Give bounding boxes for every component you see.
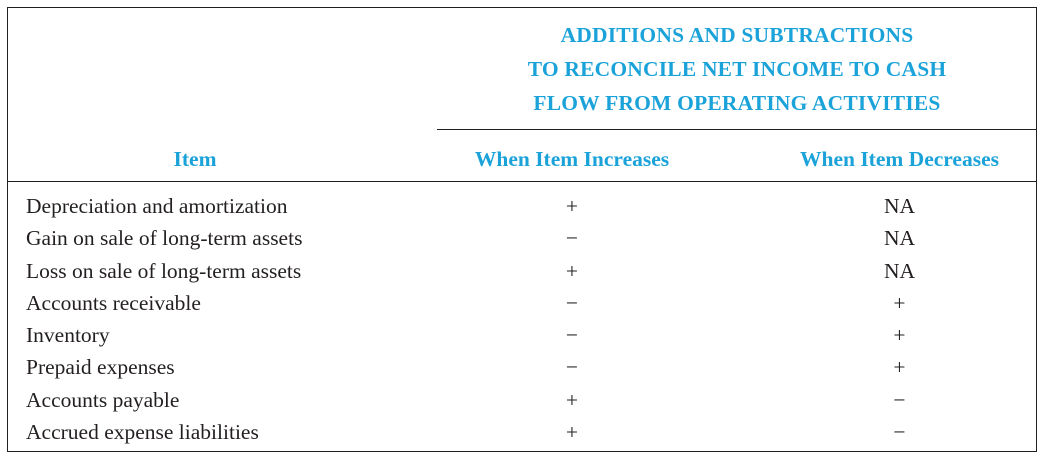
table-row: Loss on sale of long-term assets + NA	[7, 255, 1037, 287]
column-header-increases: When Item Increases	[474, 147, 670, 171]
table-row: Accounts receivable − +	[7, 287, 1037, 319]
row-increases-value: −	[565, 323, 579, 348]
row-increases-value: +	[565, 194, 579, 218]
column-header-item: Item	[173, 147, 217, 171]
row-decreases-value: +	[893, 323, 906, 348]
row-item-label: Depreciation and amortization	[26, 194, 288, 218]
row-increases-value: +	[565, 420, 579, 445]
table-frame	[7, 7, 1037, 452]
row-item-label: Gain on sale of long-term assets	[26, 226, 303, 251]
table-row: Prepaid expenses − +	[7, 351, 1037, 383]
row-item-label: Accounts receivable	[26, 290, 201, 315]
column-header-decreases: When Item Decreases	[799, 147, 1000, 171]
table-row: Accrued expense liabilities + −	[7, 416, 1037, 448]
row-item-label: Prepaid expenses	[26, 355, 175, 380]
table-row: Accounts payable + −	[7, 384, 1037, 416]
row-item-label: Inventory	[26, 323, 110, 348]
row-decreases-value: −	[893, 420, 906, 445]
table-row: Gain on sale of long-term assets − NA	[7, 222, 1037, 254]
group-header-rule	[437, 129, 1037, 130]
row-decreases-value: +	[893, 290, 906, 315]
table-body: Depreciation and amortization + NA Gain …	[7, 190, 1037, 448]
row-decreases-value: NA	[883, 194, 916, 218]
row-item-label: Loss on sale of long-term assets	[26, 258, 302, 283]
table-row: Inventory − +	[7, 319, 1037, 351]
row-decreases-value: +	[893, 355, 906, 380]
row-decreases-value: −	[893, 387, 906, 412]
row-increases-value: −	[565, 226, 579, 251]
row-increases-value: +	[565, 258, 579, 283]
header-rule	[7, 181, 1037, 182]
row-item-label: Accrued expense liabilities	[26, 420, 259, 445]
row-increases-value: −	[565, 290, 579, 315]
row-increases-value: +	[565, 387, 579, 412]
row-increases-value: −	[565, 355, 579, 380]
row-decreases-value: NA	[883, 226, 916, 251]
row-decreases-value: NA	[883, 258, 916, 283]
group-header: ADDITIONS AND SUBTRACTIONS TO RECONCILE …	[527, 23, 947, 115]
table-row: Depreciation and amortization + NA	[7, 190, 1037, 222]
row-item-label: Accounts payable	[26, 387, 180, 412]
